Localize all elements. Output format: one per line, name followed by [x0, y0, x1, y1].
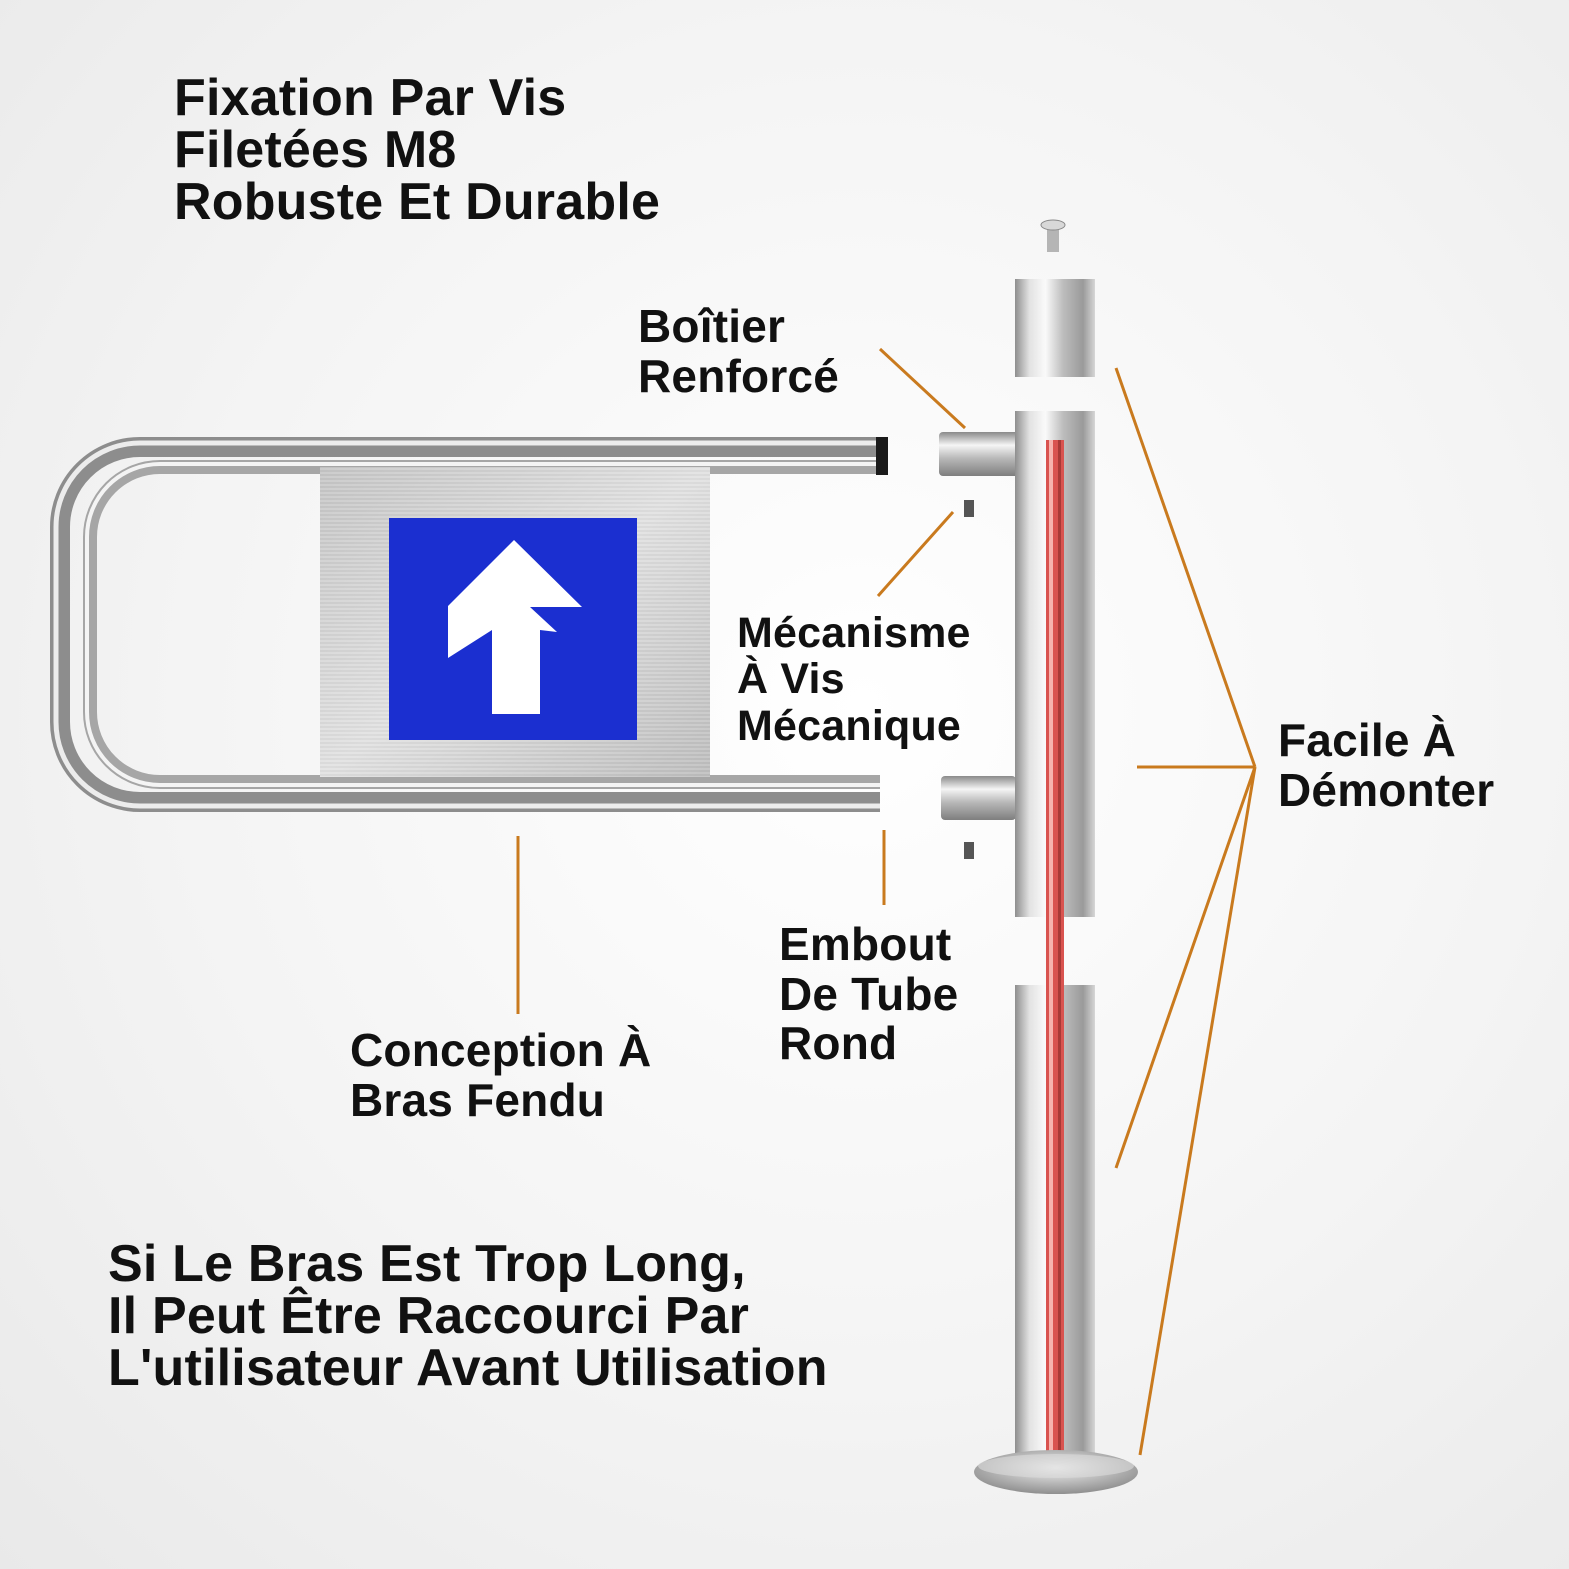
- callout-facile: Facile À Démonter: [1278, 714, 1495, 816]
- callout-boitier-line-1: Boîtier: [638, 300, 786, 352]
- callout-conception-line-1: Conception À: [350, 1024, 652, 1076]
- upper-coupler: [939, 432, 1019, 476]
- footer-note-line-1: Si Le Bras Est Trop Long,: [108, 1235, 746, 1293]
- callout-embout-line-1: Embout: [779, 918, 952, 970]
- leader-facile-4: [1138, 766, 1257, 1456]
- headline-line-3: Robuste Et Durable: [174, 173, 661, 231]
- callout-mecanisme-line-2: À Vis: [737, 655, 845, 704]
- callout-conception: Conception À Bras Fendu: [350, 1024, 652, 1126]
- arm-outer-tube: [50, 437, 880, 812]
- sign-panel: [320, 467, 710, 777]
- leader-mecanisme: [876, 511, 955, 597]
- headline: Fixation Par Vis Filetées M8 Robuste Et …: [174, 72, 660, 228]
- post: [974, 219, 1138, 1494]
- top-cap: [1015, 279, 1095, 377]
- callout-mecanisme-line-3: Mécanique: [737, 701, 962, 750]
- footer-note-line-3: L'utilisateur Avant Utilisation: [108, 1339, 828, 1397]
- callout-boitier: Boîtier Renforcé: [638, 300, 839, 402]
- callout-embout: Embout De Tube Rond: [779, 918, 959, 1070]
- headline-line-2: Filetées M8: [174, 121, 457, 179]
- footer-note: Si Le Bras Est Trop Long, Il Peut Être R…: [108, 1238, 828, 1394]
- callout-mecanisme-line-1: Mécanisme: [737, 609, 971, 657]
- callout-facile-line-1: Facile À: [1278, 714, 1457, 766]
- pivot-couplers: [939, 432, 1019, 859]
- footer-note-line-2: Il Peut Être Raccourci Par: [108, 1287, 750, 1345]
- screw-lower: [964, 842, 974, 859]
- arm-end-cap: [876, 437, 888, 475]
- leader-facile-3: [1114, 766, 1257, 1169]
- callout-embout-line-3: Rond: [779, 1017, 898, 1070]
- leader-boitier: [878, 347, 967, 430]
- lower-coupler: [941, 776, 1016, 820]
- arrow-up-icon: [448, 540, 582, 714]
- leader-lines: [516, 347, 1257, 1456]
- split-arm: [50, 437, 888, 812]
- inner-rod: [1046, 440, 1064, 1480]
- callout-conception-line-2: Bras Fendu: [350, 1073, 606, 1126]
- callout-facile-line-2: Démonter: [1278, 763, 1495, 816]
- callout-mecanisme: Mécanisme À Vis Mécanique: [737, 609, 971, 750]
- screw-upper: [964, 500, 974, 517]
- leader-facile-1: [1114, 367, 1257, 768]
- arm-inner-tube: [83, 460, 880, 789]
- headline-line-1: Fixation Par Vis: [174, 69, 567, 127]
- callout-embout-line-2: De Tube: [779, 967, 959, 1020]
- callout-boitier-line-2: Renforcé: [638, 349, 839, 402]
